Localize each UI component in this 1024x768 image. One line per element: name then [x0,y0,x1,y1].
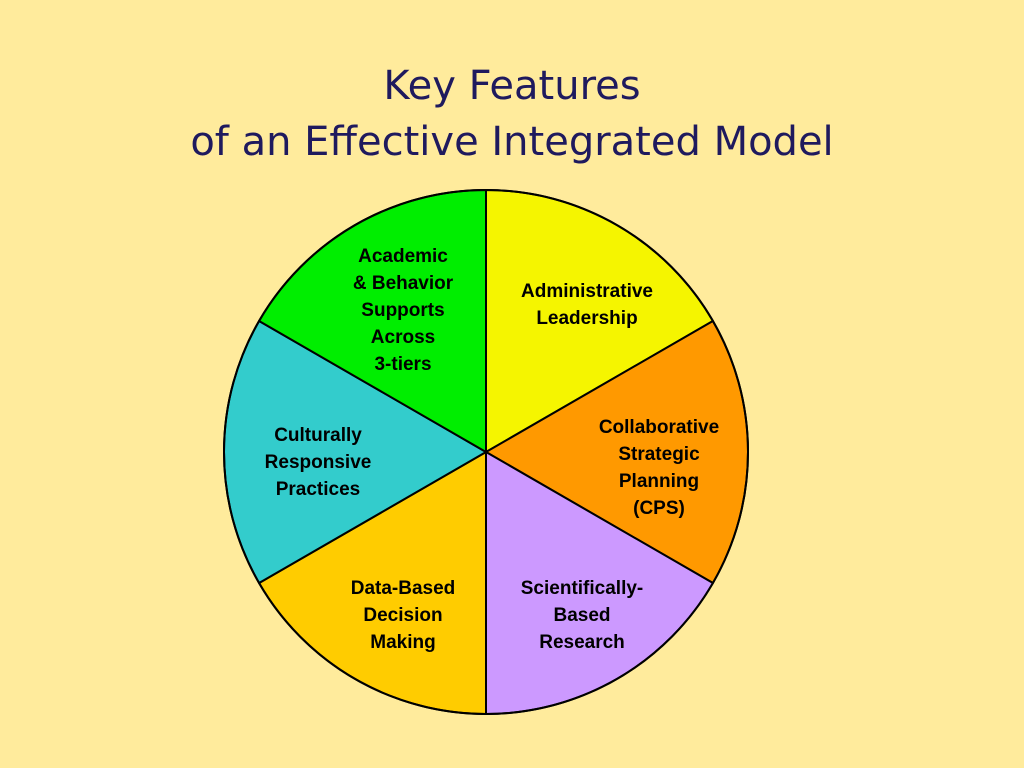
wheel-outline [223,189,749,715]
wheel-label-line: Scientifically- [521,578,644,599]
wheel-label-line: Responsive [265,452,372,473]
slide-title: Key Features of an Effective Integrated … [0,58,1024,170]
wheel-label-line: Culturally [274,425,362,446]
wheel-label-line: Strategic [618,444,700,465]
wheel-label-line: Decision [363,605,442,626]
wheel-label-line: (CPS) [633,498,685,519]
wheel-label-line: Practices [276,479,361,500]
title-line-1: Key Features [383,63,641,109]
wheel-label-line: Data-Based [351,578,456,599]
wheel-label-line: & Behavior [353,273,454,294]
wheel-label-line: Leadership [536,308,637,329]
wheel-label-line: Based [553,605,610,626]
title-line-2: of an Effective Integrated Model [190,119,834,165]
wheel-label-line: Making [370,632,435,653]
wheel-label-line: Across [371,327,435,348]
wheel-label-line: Supports [361,300,444,321]
wheel-label-line: Research [539,632,625,653]
wheel-label-line: Administrative [521,281,653,302]
wheel-label-line: Academic [358,246,448,267]
wheel-label-line: Planning [619,471,699,492]
wheel-label-line: Collaborative [599,417,719,438]
wheel-label-line: 3-tiers [374,354,431,375]
